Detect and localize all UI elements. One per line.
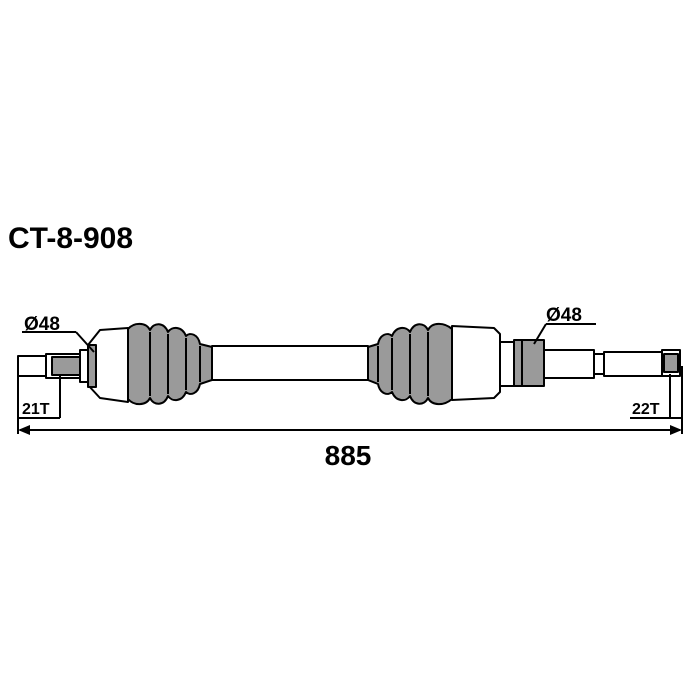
part-number-title: CT-8-908 bbox=[8, 222, 134, 255]
right-seal-ring bbox=[513, 339, 545, 387]
left-diameter-label: Ø48 bbox=[24, 314, 60, 335]
right-boot bbox=[367, 322, 453, 406]
right-diameter-label: Ø48 bbox=[546, 305, 582, 326]
overall-length-label: 885 bbox=[325, 440, 372, 471]
left-boot bbox=[127, 322, 213, 406]
right-cv-housing bbox=[451, 325, 515, 401]
center-shaft bbox=[211, 345, 369, 381]
left-cv-joint bbox=[87, 327, 129, 403]
left-stub-axle bbox=[17, 349, 89, 383]
left-spline-label: 21T bbox=[22, 401, 50, 418]
right-stub-axle bbox=[543, 349, 681, 379]
right-spline-label: 22T bbox=[632, 401, 660, 418]
